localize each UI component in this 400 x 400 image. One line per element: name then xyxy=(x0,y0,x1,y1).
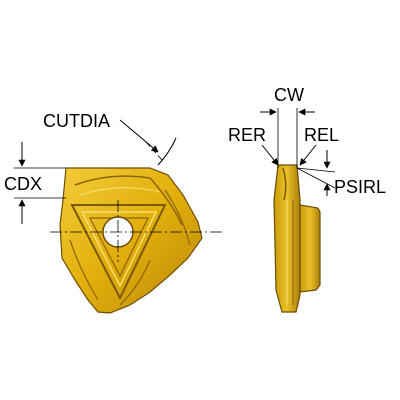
cdx-label: CDX xyxy=(4,174,43,194)
psirl-angle xyxy=(296,150,336,196)
cutdia-label: CUTDIA xyxy=(43,111,110,131)
insert-front-view xyxy=(50,167,225,314)
rer-leader xyxy=(261,144,279,166)
insert-inner-triangle xyxy=(70,204,167,301)
rel-label: REL xyxy=(304,125,340,145)
cw-label: CW xyxy=(274,85,304,105)
psirl-label: PSIRL xyxy=(334,177,387,197)
rer-label: RER xyxy=(228,125,267,145)
rel-leader xyxy=(299,144,317,166)
cdx-dimension xyxy=(14,142,66,224)
insert-side-view xyxy=(273,164,321,313)
cutdia-leader xyxy=(119,119,177,166)
